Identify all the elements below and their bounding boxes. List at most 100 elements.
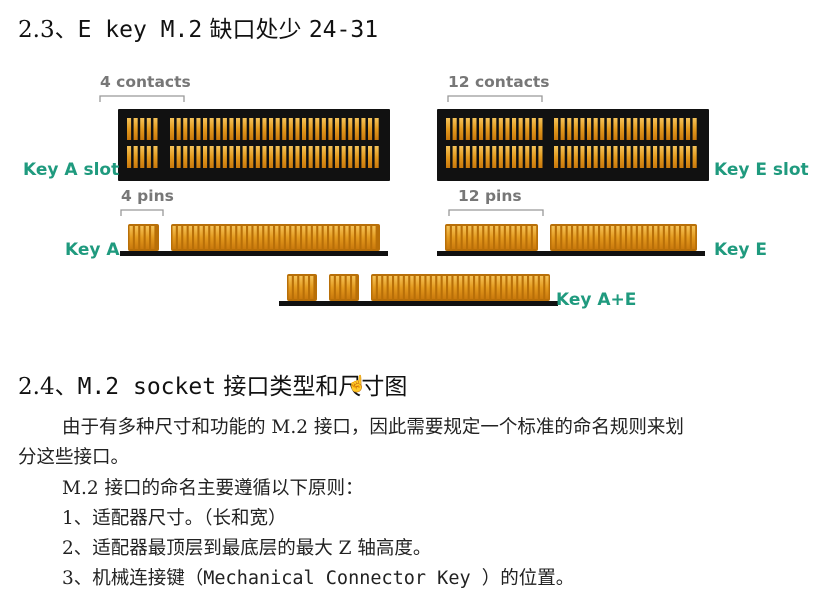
gold-contact xyxy=(442,276,446,299)
gold-contact xyxy=(567,226,571,249)
gold-contact xyxy=(458,276,463,299)
gold-contact xyxy=(264,226,268,249)
gold-contact xyxy=(451,226,456,249)
gold-contact xyxy=(269,146,274,168)
gold-contact xyxy=(431,276,436,299)
gold-contact xyxy=(485,276,490,299)
gold-contact xyxy=(686,146,691,168)
gold-contact xyxy=(446,226,450,249)
gold-contact xyxy=(459,146,464,168)
gold-contact xyxy=(404,276,409,299)
gold-contact xyxy=(560,146,565,168)
gold-contact xyxy=(659,226,663,249)
gold-contact xyxy=(372,226,376,249)
gold-contact xyxy=(534,276,538,299)
gold-contact xyxy=(302,118,307,140)
gold-contact xyxy=(613,146,618,168)
gold-contact xyxy=(394,276,398,299)
gold-contact xyxy=(341,276,345,299)
gold-contact xyxy=(288,146,293,168)
key-notch xyxy=(538,227,550,251)
gold-contact xyxy=(302,146,307,168)
gold-contact xyxy=(457,226,461,249)
gold-contact xyxy=(377,276,382,299)
gold-contact xyxy=(133,118,138,140)
key-ae-card-graphic xyxy=(279,274,558,306)
gold-contact xyxy=(518,118,523,140)
key-a-label: Key A xyxy=(65,240,120,260)
gold-contact xyxy=(473,226,477,249)
gold-contact xyxy=(134,226,139,249)
gold-contact xyxy=(633,146,638,168)
gold-contact xyxy=(361,146,366,168)
gold-contact xyxy=(231,226,236,249)
gold-contact xyxy=(151,226,155,249)
gold-contact xyxy=(600,146,605,168)
gold-contact xyxy=(610,226,615,249)
gold-contact xyxy=(633,118,638,140)
gold-contact xyxy=(573,146,578,168)
gold-contact xyxy=(554,118,559,140)
paragraph-line-1: 由于有多种尺寸和功能的 M.2 接口，因此需要规定一个标准的命名规则来划 xyxy=(62,417,684,438)
gold-contact xyxy=(600,226,604,249)
gold-contact xyxy=(321,118,326,140)
gold-contact xyxy=(129,226,133,249)
gold-contact xyxy=(153,118,158,140)
gold-contact xyxy=(525,118,530,140)
gold-contact xyxy=(522,226,526,249)
gold-contact xyxy=(399,276,403,299)
gold-contact xyxy=(605,226,609,249)
gold-contact xyxy=(146,146,151,168)
gold-contact xyxy=(153,146,158,168)
gold-contact xyxy=(368,118,373,140)
gold-contact xyxy=(670,226,674,249)
gold-contact xyxy=(589,226,593,249)
gold-contact xyxy=(127,118,132,140)
heading-number: 2.4、 xyxy=(18,374,78,400)
gold-contact xyxy=(587,118,592,140)
gold-contact xyxy=(538,118,543,140)
gold-contact xyxy=(216,146,221,168)
gold-contact xyxy=(518,276,522,299)
key-notch xyxy=(359,277,371,301)
gold-contact xyxy=(188,226,192,249)
gold-contact xyxy=(295,146,300,168)
gold-contact xyxy=(356,226,360,249)
gold-contact xyxy=(465,118,470,140)
gold-contact xyxy=(242,146,247,168)
gold-contact xyxy=(383,276,387,299)
gold-contact xyxy=(229,118,234,140)
gold-contact xyxy=(282,118,287,140)
gold-contact xyxy=(648,226,652,249)
gold-contact xyxy=(587,146,592,168)
gold-contact xyxy=(183,226,187,249)
gold-contact xyxy=(551,226,555,249)
bracket-line xyxy=(447,95,543,102)
gold-contact xyxy=(335,146,340,168)
gold-contact xyxy=(507,276,511,299)
gold-contact xyxy=(255,146,260,168)
heading-pins: 24-31 xyxy=(308,17,379,43)
gold-contact xyxy=(567,118,572,140)
gold-contact xyxy=(498,146,503,168)
gold-contact xyxy=(199,226,203,249)
key-notch xyxy=(159,227,171,251)
gold-contact xyxy=(659,118,664,140)
gold-contact xyxy=(516,226,520,249)
gold-contact xyxy=(269,118,274,140)
gold-contact xyxy=(532,226,537,249)
gold-contact xyxy=(296,226,300,249)
gold-contact xyxy=(664,226,669,249)
gold-contact xyxy=(372,276,376,299)
key-e-label: Key E xyxy=(714,240,768,260)
gold-contact xyxy=(492,146,497,168)
gold-contact xyxy=(675,226,679,249)
gold-contact xyxy=(512,276,517,299)
gold-contact xyxy=(196,118,201,140)
gold-contact xyxy=(606,118,611,140)
gold-contact xyxy=(468,226,472,249)
list-item-1: 1、适配器尺寸。（长和宽） xyxy=(62,508,287,529)
list-item-3-suffix: ）的位置。 xyxy=(481,568,575,589)
section-heading-2-3: 2.3、E key M.2 缺口处少 24-31 xyxy=(18,10,378,44)
gold-contact xyxy=(269,226,273,249)
